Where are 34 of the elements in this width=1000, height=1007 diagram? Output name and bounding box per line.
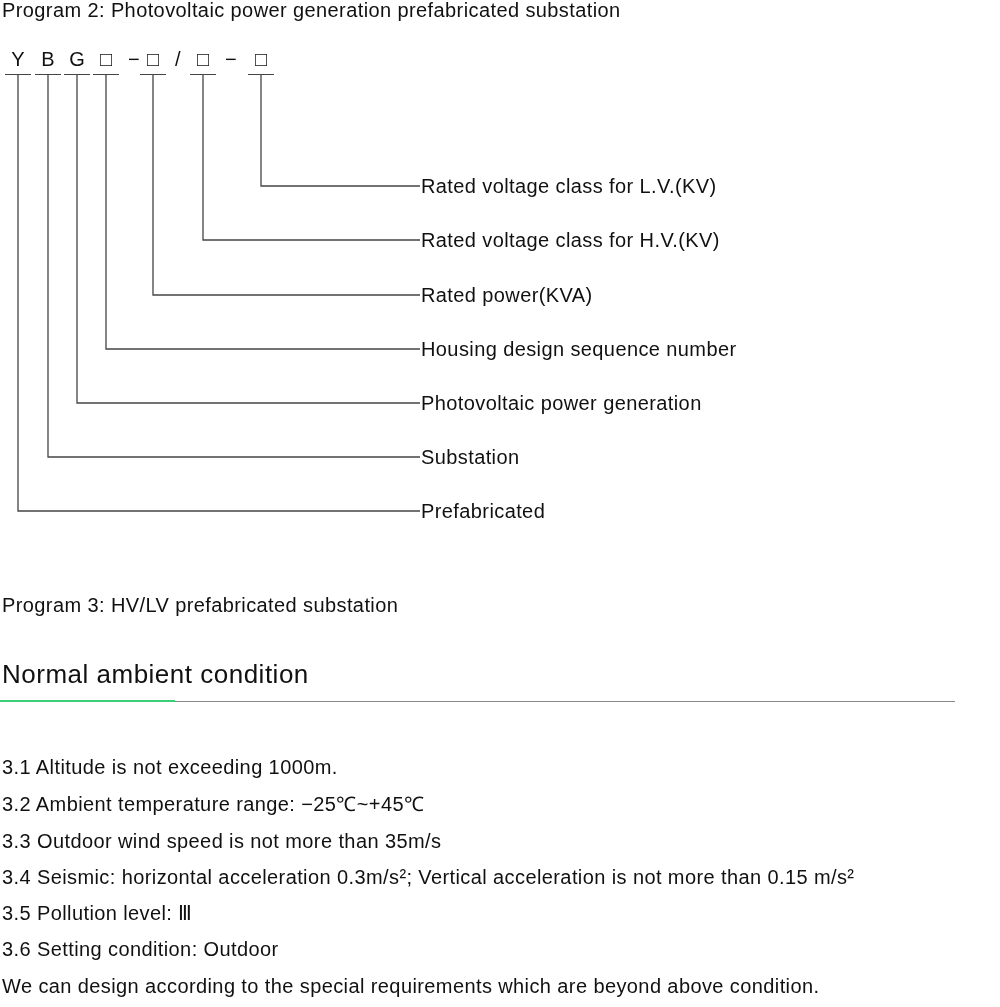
description-label: Rated voltage class for L.V.(KV): [421, 173, 717, 199]
section-title: Program 3: HV/LV prefabricated substation: [2, 593, 399, 618]
condition-item: 3.3 Outdoor wind speed is not more than 35m/s: [2, 829, 442, 854]
condition-item: 3.5 Pollution level: Ⅲ: [2, 901, 193, 926]
separator-symbol: −: [225, 47, 237, 72]
code-letter: □: [140, 45, 166, 75]
description-label: Photovoltaic power generation: [421, 390, 702, 416]
code-letter: □: [190, 45, 216, 75]
separator-symbol: /: [175, 47, 181, 72]
code-letter: B: [35, 45, 61, 75]
description-label: Rated power(KVA): [421, 282, 593, 308]
condition-item: 3.4 Seismic: horizontal acceleration 0.3m/s²; Vertical acceleration is not more than 0.15 m/s²: [2, 865, 855, 890]
leader-line: [105, 74, 421, 350]
description-label: Housing design sequence number: [421, 336, 737, 362]
section-heading: Normal ambient condition: [2, 658, 309, 690]
separator-symbol: −: [128, 47, 140, 72]
leader-line: [47, 74, 421, 458]
note-text: We can design according to the special requirements which are beyond above condition.: [2, 974, 820, 999]
leader-line: [76, 74, 421, 404]
code-letter: G: [64, 45, 90, 75]
code-letter: □: [93, 45, 119, 75]
title: Program 2: Photovoltaic power generation prefabricated substation: [2, 0, 621, 23]
leader-line: [260, 74, 421, 187]
code-letter: □: [248, 45, 274, 75]
description-label: Prefabricated: [421, 498, 546, 524]
leader-line: [202, 74, 421, 241]
description-label: Substation: [421, 444, 520, 470]
leader-line: [152, 74, 421, 296]
leader-line: [17, 74, 421, 512]
condition-item: 3.6 Setting condition: Outdoor: [2, 937, 279, 962]
description-label: Rated voltage class for H.V.(KV): [421, 227, 720, 253]
condition-item: 3.1 Altitude is not exceeding 1000m.: [2, 755, 338, 780]
code-letter: Y: [5, 45, 31, 75]
condition-item: 3.2 Ambient temperature range: −25℃~+45℃: [2, 792, 425, 817]
